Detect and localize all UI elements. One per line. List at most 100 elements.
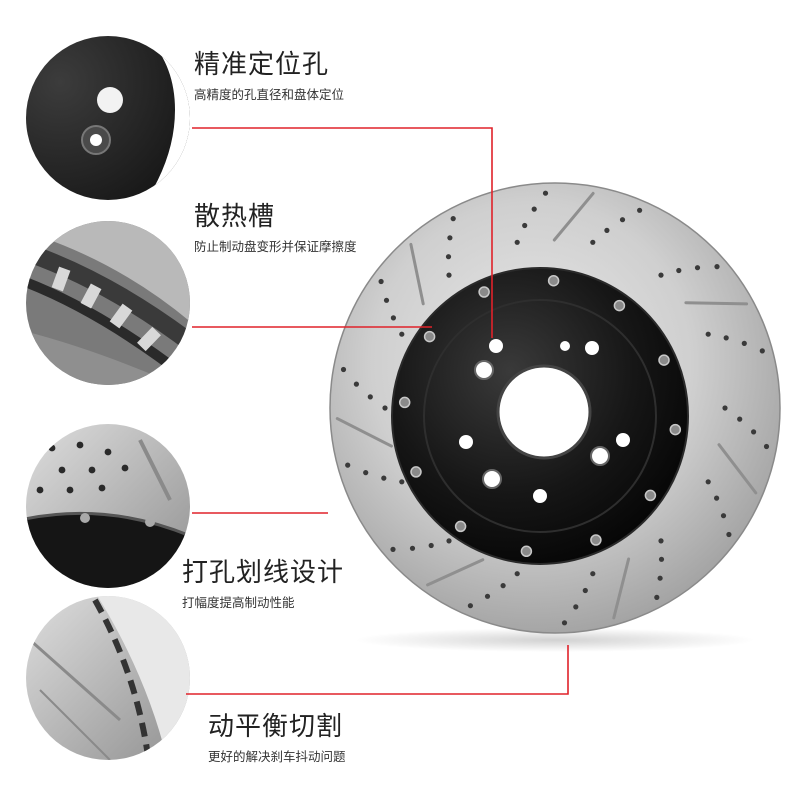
drill-hole [514, 239, 520, 245]
drill-hole [751, 429, 757, 435]
drill-hole [637, 207, 643, 213]
detail-drilled-slotted [26, 424, 190, 588]
drill-hole [676, 267, 682, 274]
drill-hole [428, 542, 434, 549]
drill-hole [450, 216, 456, 222]
center-bore [496, 364, 592, 460]
rotor-slot [552, 191, 595, 242]
drill-hole [573, 604, 579, 610]
feature-description: 打幅度提高制动性能 [182, 595, 295, 610]
drill-hole [500, 583, 506, 589]
drill-hole [484, 593, 491, 599]
rivet [644, 489, 657, 502]
drill-hole [48, 444, 56, 452]
drill-hole [378, 278, 384, 285]
rivet [547, 274, 560, 287]
rotor-slot [335, 417, 393, 448]
drill-hole [654, 594, 660, 601]
drill-hole [726, 531, 732, 538]
drill-hole [737, 416, 743, 422]
drill-hole [694, 265, 701, 271]
drill-hole [604, 227, 610, 233]
drill-hole [383, 297, 390, 303]
callout-lines [186, 127, 569, 695]
rotor-drilled-holes [340, 190, 770, 626]
drill-hole [705, 479, 711, 485]
feature-drilled-slotted: 打孔划线设计 打幅度提高制动性能 [182, 558, 344, 612]
drill-hole [399, 479, 405, 485]
drill-hole [582, 587, 588, 594]
drill-hole [76, 441, 84, 449]
drill-hole [531, 206, 537, 212]
drill-hole [514, 571, 520, 577]
rivet [658, 354, 670, 366]
brake-rotor [329, 182, 781, 652]
rivet [478, 286, 490, 298]
rotor-slot [426, 558, 485, 587]
drill-hole [382, 405, 388, 411]
drill-hole [446, 538, 452, 544]
rivet [454, 520, 467, 533]
drill-hole [121, 464, 129, 472]
feature-balance-cut: 动平衡切割 更好的解决刹车抖动问题 [208, 712, 346, 766]
rotor-slots [335, 191, 758, 620]
drill-hole [759, 348, 765, 354]
drill-hole [390, 546, 396, 553]
rivet [398, 396, 411, 409]
locating-holes [459, 339, 630, 503]
feature-description: 高精度的孔直径和盘体定位 [194, 87, 345, 102]
rivet [410, 466, 422, 478]
feature-description: 防止制动盘变形并保证摩擦度 [194, 239, 357, 254]
rivet [669, 423, 682, 436]
feature-title: 精准定位孔 [194, 50, 330, 80]
drill-hole [381, 475, 387, 481]
drill-hole [542, 190, 549, 196]
drill-hole [590, 571, 596, 577]
rotor-slot [684, 301, 749, 306]
drill-hole [722, 405, 728, 411]
rivet [613, 299, 626, 312]
drill-hole [367, 394, 373, 400]
feature-title: 打孔划线设计 [182, 558, 345, 588]
detail-balance-cut [26, 596, 190, 760]
drill-hole [590, 239, 596, 245]
drill-hole [658, 272, 664, 278]
drill-hole [561, 620, 568, 626]
drill-hole [522, 222, 528, 229]
rotor-slot [717, 443, 758, 495]
feature-description: 更好的解决刹车抖动问题 [208, 749, 346, 764]
drill-hole [345, 462, 351, 468]
rotor-slot [409, 242, 425, 306]
drill-hole [714, 495, 720, 501]
drill-hole [446, 272, 452, 278]
detail-cooling-vent [26, 221, 190, 385]
rotor-rivets [398, 274, 682, 558]
drill-hole [399, 331, 405, 337]
drill-hole [705, 331, 711, 337]
drill-hole [36, 486, 44, 494]
feature-cooling-slot: 散热槽 防止制动盘变形并保证摩擦度 [194, 202, 357, 256]
drill-hole [340, 366, 347, 373]
drill-hole [353, 381, 359, 387]
rotor-slot [612, 557, 631, 620]
drill-hole [658, 556, 665, 562]
drill-hole [390, 315, 396, 321]
drill-hole [445, 254, 452, 260]
drill-hole [409, 545, 416, 551]
drill-hole [658, 538, 664, 544]
feature-title: 动平衡切割 [208, 712, 344, 742]
feature-locating-hole: 精准定位孔 高精度的孔直径和盘体定位 [194, 50, 344, 104]
feature-title: 散热槽 [194, 202, 276, 232]
rivet [590, 534, 602, 546]
drill-hole [88, 466, 96, 474]
detail-locating-hole [26, 36, 190, 200]
drill-hole [723, 335, 729, 341]
drill-hole [363, 470, 369, 476]
drill-hole [714, 264, 720, 270]
drill-hole [58, 466, 66, 474]
drill-hole [447, 235, 453, 241]
drill-hole [98, 484, 106, 492]
drill-hole [66, 486, 74, 494]
drill-hole [657, 575, 663, 581]
rivet [520, 545, 533, 558]
